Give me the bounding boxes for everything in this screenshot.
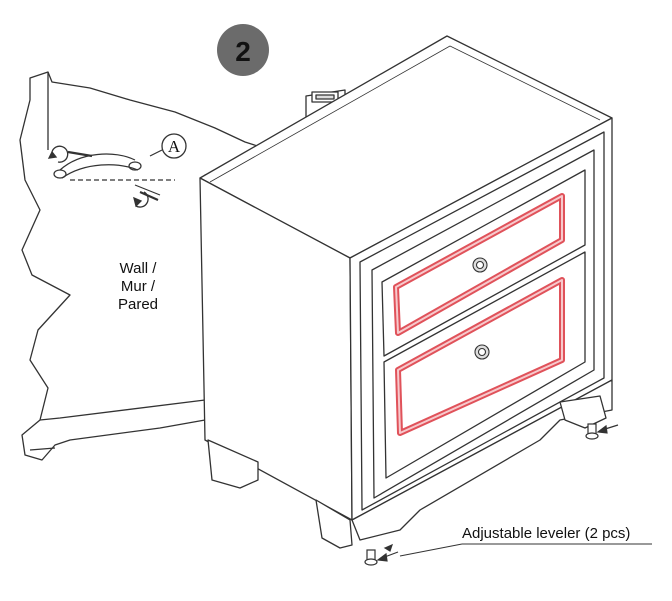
leveler-label: Adjustable leveler (2 pcs) (462, 525, 630, 542)
knob-icon (472, 257, 490, 360)
wall-label-line-1: Wall / (120, 260, 158, 277)
wall-label-line-2: Mur / (121, 278, 156, 295)
callout-a: A (149, 133, 187, 159)
callout-a-letter: A (168, 137, 181, 156)
wall-anchor-strap (53, 153, 175, 196)
drawer-trim-inner (395, 195, 563, 434)
nightstand (199, 35, 613, 549)
wall-label-line-3: Pared (118, 296, 158, 313)
wall-label: Wall / Mur / Pared (118, 260, 158, 313)
leveler-callout: Adjustable leveler (2 pcs) (399, 525, 652, 557)
wall-section (19, 71, 271, 461)
screw-icon (47, 145, 159, 208)
step-badge: 2 (217, 24, 269, 76)
step-number: 2 (235, 36, 251, 67)
leveler-icon (364, 423, 619, 566)
